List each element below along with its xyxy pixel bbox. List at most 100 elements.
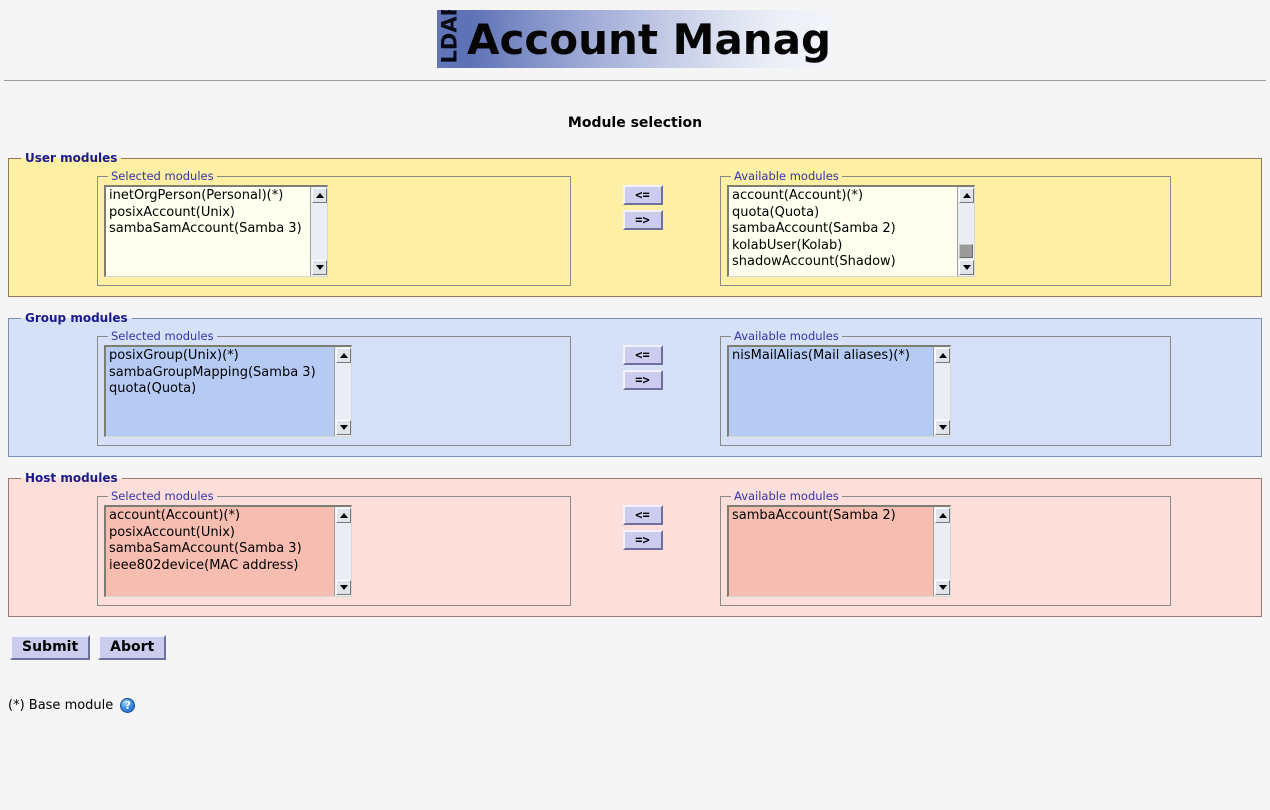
scrollbar-track[interactable] bbox=[335, 524, 351, 579]
help-icon[interactable]: ? bbox=[120, 698, 136, 713]
page-title: Module selection bbox=[567, 115, 703, 131]
available-modules-box: Available modules account(Account)(*)quot… bbox=[720, 169, 1171, 286]
transfer-buttons: <= => bbox=[575, 169, 710, 235]
scroll-down-arrow-icon[interactable] bbox=[935, 580, 950, 595]
scroll-up-arrow-icon[interactable] bbox=[935, 348, 950, 363]
module-option[interactable]: ieee802device(MAC address) bbox=[109, 557, 299, 573]
module-option[interactable]: quota(Quota) bbox=[109, 381, 197, 397]
module-option[interactable]: sambaAccount(Samba 2) bbox=[732, 221, 896, 237]
scroll-down-arrow-icon[interactable] bbox=[935, 420, 950, 435]
selected-modules-box: Selected modules posixGroup(Unix)(*)samba… bbox=[97, 329, 571, 446]
section-row: Selected modules inetOrgPerson(Personal)(… bbox=[15, 165, 1255, 286]
scroll-up-arrow-icon[interactable] bbox=[935, 508, 950, 523]
section-row: Selected modules account(Account)(*)posix… bbox=[15, 485, 1255, 606]
lam-logo: LDAP Account Manager bbox=[437, 10, 833, 68]
module-option[interactable]: posixAccount(Unix) bbox=[109, 204, 235, 220]
available-modules-listbox[interactable]: sambaAccount(Samba 2) bbox=[727, 505, 951, 597]
module-option[interactable]: sambaSamAccount(Samba 3) bbox=[109, 221, 302, 237]
scroll-down-arrow-icon[interactable] bbox=[336, 420, 351, 435]
listbox-options: inetOrgPerson(Personal)(*)posixAccount(U… bbox=[106, 187, 310, 276]
page-header: LDAP Account Manager bbox=[0, 0, 1270, 68]
available-modules-label: Available modules bbox=[734, 329, 839, 343]
listbox-options: nisMailAlias(Mail aliases)(*) bbox=[729, 347, 933, 436]
selected-modules-box: Selected modules inetOrgPerson(Personal)(… bbox=[97, 169, 571, 286]
scrollbar-track[interactable] bbox=[934, 364, 950, 419]
scroll-up-arrow-icon[interactable] bbox=[959, 188, 974, 203]
module-option[interactable]: posixGroup(Unix)(*) bbox=[109, 348, 239, 363]
scrollbar-track[interactable] bbox=[335, 364, 351, 419]
available-modules-listbox[interactable]: account(Account)(*)quota(Quota)sambaAcco… bbox=[727, 185, 975, 277]
scroll-down-arrow-icon[interactable] bbox=[959, 260, 974, 275]
listbox-scrollbar[interactable] bbox=[957, 187, 974, 276]
selected-modules-label: Selected modules bbox=[111, 329, 214, 343]
scrollbar-track[interactable] bbox=[934, 524, 950, 579]
scroll-down-arrow-icon[interactable] bbox=[312, 260, 327, 275]
listbox-options: account(Account)(*)posixAccount(Unix)sam… bbox=[106, 507, 334, 596]
selected-modules-listbox[interactable]: account(Account)(*)posixAccount(Unix)sam… bbox=[104, 505, 352, 597]
module-option[interactable]: quota(Quota) bbox=[732, 204, 820, 220]
module-option[interactable]: account(Account)(*) bbox=[732, 188, 864, 203]
section-legend: Host modules bbox=[25, 471, 118, 485]
available-modules-box: Available modules sambaAccount(Samba 2) bbox=[720, 489, 1171, 606]
section-legend: Group modules bbox=[25, 311, 128, 325]
listbox-scrollbar[interactable] bbox=[933, 347, 950, 436]
scroll-up-arrow-icon[interactable] bbox=[336, 348, 351, 363]
move-left-button[interactable]: <= bbox=[622, 185, 663, 205]
listbox-options: account(Account)(*)quota(Quota)sambaAcco… bbox=[729, 187, 957, 276]
move-left-button[interactable]: <= bbox=[622, 345, 663, 365]
submit-button[interactable]: Submit bbox=[10, 635, 91, 660]
selected-modules-listbox[interactable]: posixGroup(Unix)(*)sambaGroupMapping(Sam… bbox=[104, 345, 352, 437]
selected-modules-listbox[interactable]: inetOrgPerson(Personal)(*)posixAccount(U… bbox=[104, 185, 328, 277]
available-modules-box: Available modules nisMailAlias(Mail alias… bbox=[720, 329, 1171, 446]
module-option[interactable]: shadowAccount(Shadow) bbox=[732, 254, 896, 270]
selected-column: Selected modules inetOrgPerson(Personal)(… bbox=[15, 169, 575, 286]
module-option[interactable]: nisMailAlias(Mail aliases)(*) bbox=[732, 348, 910, 363]
selected-modules-box: Selected modules account(Account)(*)posix… bbox=[97, 489, 571, 606]
module-option[interactable]: account(Account)(*) bbox=[109, 508, 241, 523]
scrollbar-track[interactable] bbox=[958, 204, 974, 259]
module-option[interactable]: sambaGroupMapping(Samba 3) bbox=[109, 364, 316, 380]
selected-column: Selected modules account(Account)(*)posix… bbox=[15, 489, 575, 606]
available-column: Available modules account(Account)(*)quot… bbox=[710, 169, 1255, 286]
available-modules-listbox[interactable]: nisMailAlias(Mail aliases)(*) bbox=[727, 345, 951, 437]
selected-modules-label: Selected modules bbox=[111, 169, 214, 183]
listbox-scrollbar[interactable] bbox=[933, 507, 950, 596]
base-module-legend: (*) Base module bbox=[8, 698, 114, 713]
scroll-up-arrow-icon[interactable] bbox=[312, 188, 327, 203]
abort-button[interactable]: Abort bbox=[98, 635, 167, 660]
available-modules-label: Available modules bbox=[734, 489, 839, 503]
listbox-options: posixGroup(Unix)(*)sambaGroupMapping(Sam… bbox=[106, 347, 334, 436]
scroll-down-arrow-icon[interactable] bbox=[336, 580, 351, 595]
listbox-scrollbar[interactable] bbox=[334, 347, 351, 436]
transfer-buttons: <= => bbox=[575, 489, 710, 555]
form-actions: Submit Abort bbox=[10, 635, 1270, 660]
move-right-button[interactable]: => bbox=[622, 210, 663, 230]
move-left-button[interactable]: <= bbox=[622, 505, 663, 525]
move-right-button[interactable]: => bbox=[622, 530, 663, 550]
scroll-up-arrow-icon[interactable] bbox=[336, 508, 351, 523]
scrollbar-track[interactable] bbox=[311, 204, 327, 259]
section-legend: User modules bbox=[25, 151, 118, 165]
available-column: Available modules nisMailAlias(Mail alias… bbox=[710, 329, 1255, 446]
module-option[interactable]: sambaAccount(Samba 2) bbox=[732, 508, 896, 523]
module-option[interactable]: kolabUser(Kolab) bbox=[732, 237, 843, 253]
selected-modules-label: Selected modules bbox=[111, 489, 214, 503]
listbox-scrollbar[interactable] bbox=[334, 507, 351, 596]
module-option[interactable]: inetOrgPerson(Personal)(*) bbox=[109, 188, 284, 203]
scrollbar-thumb[interactable] bbox=[959, 244, 973, 258]
module-option[interactable]: sambaSamAccount(Samba 3) bbox=[109, 541, 302, 557]
footer-note: (*) Base module ? bbox=[8, 698, 1270, 713]
module-option[interactable]: posixAccount(Unix) bbox=[109, 524, 235, 540]
move-right-button[interactable]: => bbox=[622, 370, 663, 390]
logo-ldap-text: LDAP bbox=[437, 10, 462, 64]
selected-column: Selected modules posixGroup(Unix)(*)samba… bbox=[15, 329, 575, 446]
listbox-scrollbar[interactable] bbox=[310, 187, 327, 276]
listbox-options: sambaAccount(Samba 2) bbox=[729, 507, 933, 596]
logo-title-text: Account Manager bbox=[467, 15, 833, 64]
available-modules-label: Available modules bbox=[734, 169, 839, 183]
section-row: Selected modules posixGroup(Unix)(*)samba… bbox=[15, 325, 1255, 446]
